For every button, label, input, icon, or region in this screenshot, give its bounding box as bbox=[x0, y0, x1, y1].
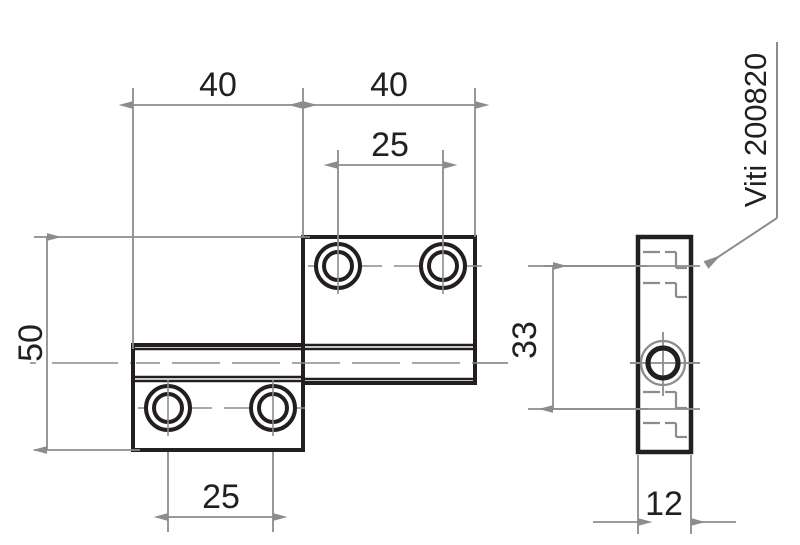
dim-label-top-right-40: 40 bbox=[370, 66, 408, 104]
dim-label-top-25: 25 bbox=[371, 126, 409, 164]
upper-leaf-knuckle-lines bbox=[303, 343, 475, 381]
upper-hole-group bbox=[314, 238, 467, 294]
annotation-label: Viti 200820 bbox=[738, 53, 773, 208]
dim-label-side-33: 33 bbox=[506, 321, 544, 359]
annotation-leader bbox=[703, 42, 778, 269]
lower-hole-group bbox=[144, 380, 297, 436]
dim-label-top-left-40: 40 bbox=[199, 66, 237, 104]
dim-label-side-12: 12 bbox=[645, 485, 683, 523]
dim-label-left-50: 50 bbox=[12, 324, 50, 362]
front-view bbox=[30, 235, 508, 452]
leader-arrow-segment bbox=[703, 217, 778, 269]
front-view-extension-lines bbox=[34, 88, 476, 532]
side-hole-inner-overlay bbox=[645, 345, 681, 381]
front-view-dimension-lines bbox=[32, 101, 490, 521]
side-view: 33 12 bbox=[506, 234, 736, 534]
lower-leaf-knuckle-lines bbox=[133, 347, 303, 383]
side-thread-details bbox=[643, 250, 687, 439]
dim-label-bottom-25: 25 bbox=[202, 478, 240, 516]
